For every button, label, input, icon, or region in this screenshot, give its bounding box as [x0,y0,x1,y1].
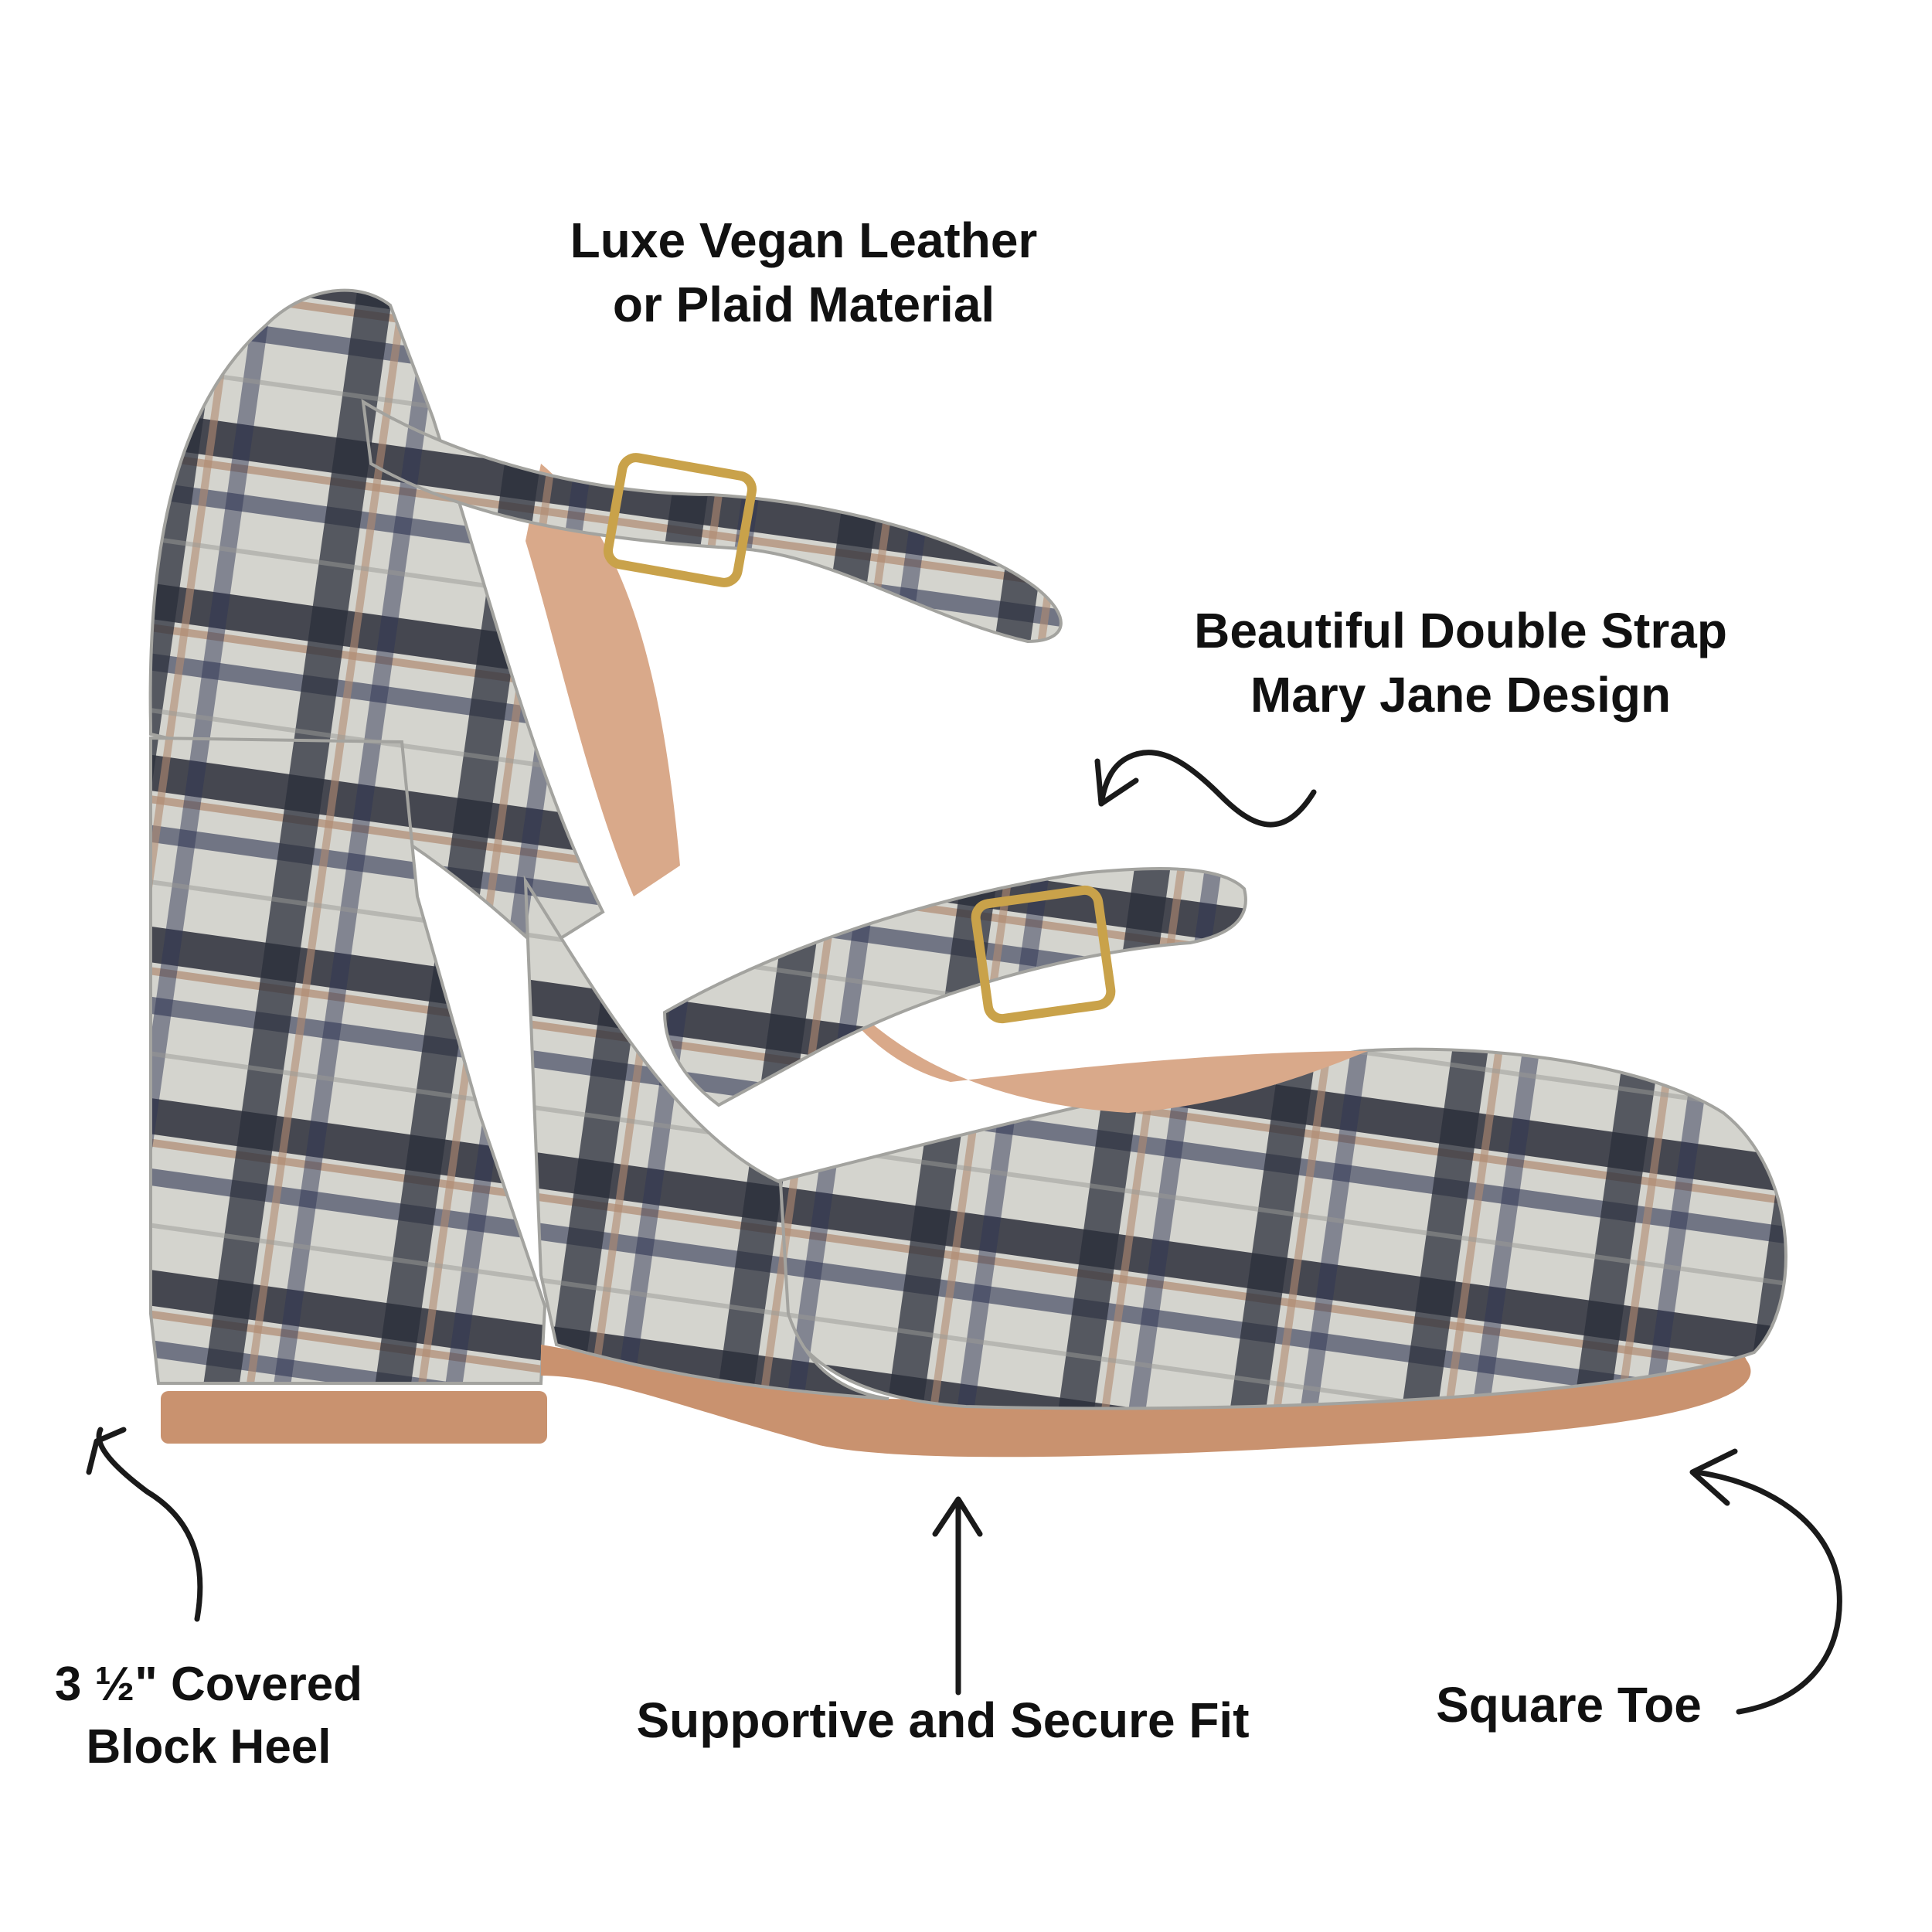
shoe-lining-front [811,958,1368,1113]
shoe-buckle-lower [971,885,1116,1024]
callout-heel-line2: Block Heel [86,1719,332,1774]
callout-heel-line1: 3 ½" Covered [54,1658,363,1711]
callout-strap: Beautiful Double Strap Mary Jane Design [1144,599,1777,727]
callout-material-line1: Luxe Vegan Leather [570,213,1038,268]
callout-material: Luxe Vegan Leather or Plaid Material [456,209,1151,337]
callout-fit-line1: Supportive and Secure Fit [636,1692,1250,1748]
callout-heel: 3 ½" Covered Block Heel [23,1654,394,1778]
shoe-lining-back [526,464,680,896]
shoe-buckle-upper [603,453,757,587]
shoe-block-heel [149,736,547,1385]
callout-fit: Supportive and Secure Fit [595,1689,1291,1753]
callout-strap-line1: Beautiful Double Strap [1194,603,1727,658]
shoe-vamp [770,1047,1787,1410]
callout-toe: Square Toe [1406,1673,1731,1737]
shoe-heel-tip [161,1391,547,1444]
shoe-ankle-strap [361,399,1063,644]
callout-material-line2: or Plaid Material [612,277,995,333]
callout-strap-line2: Mary Jane Design [1250,667,1672,723]
callout-toe-line1: Square Toe [1436,1677,1702,1733]
shoe-quarter [523,875,889,1400]
